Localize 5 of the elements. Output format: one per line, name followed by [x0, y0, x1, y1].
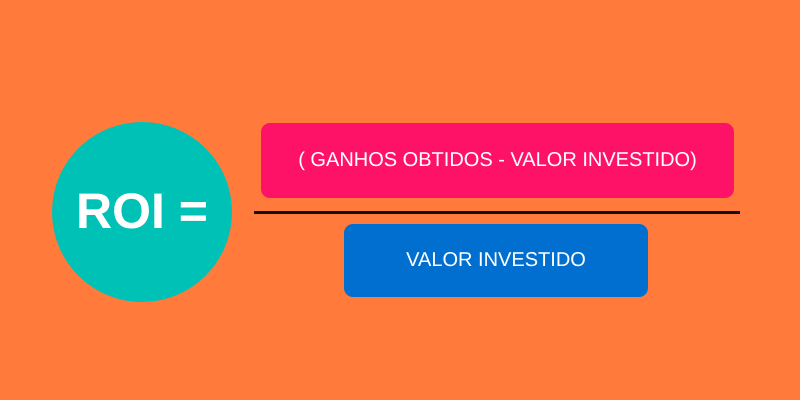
formula-label: ROI =	[76, 183, 208, 241]
numerator-box	[261, 123, 734, 198]
numerator-label: ( GANHOS OBTIDOS - VALOR INVESTIDO)	[298, 149, 697, 172]
denominator-box	[344, 224, 648, 297]
denominator-label: VALOR INVESTIDO	[406, 249, 586, 272]
